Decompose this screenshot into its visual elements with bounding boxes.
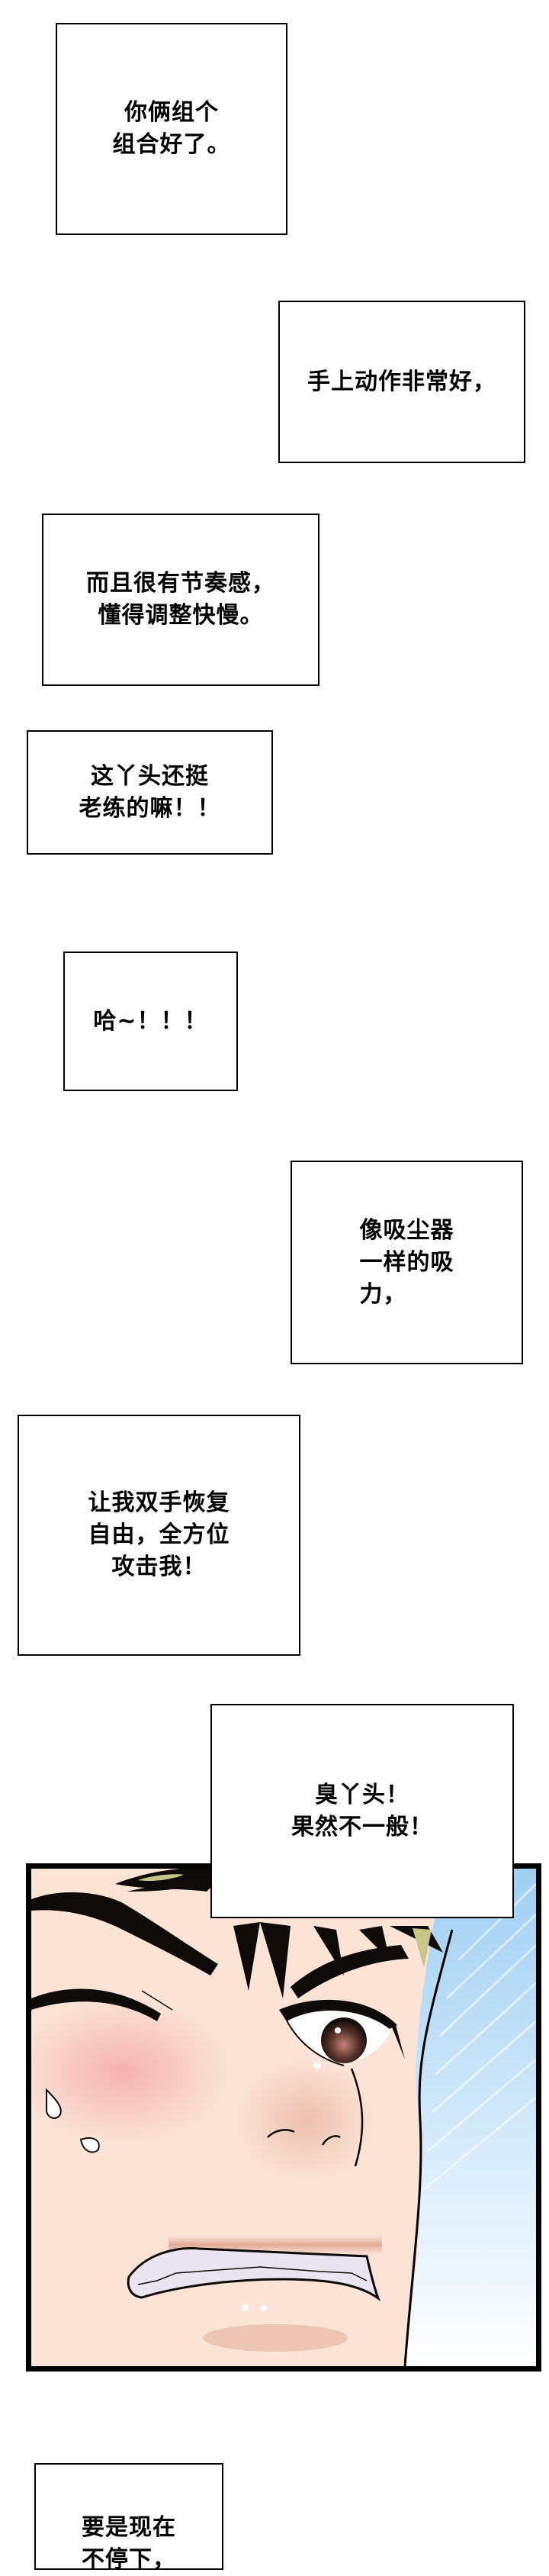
caption-box-3: 而且很有节奏感， 懂得调整快慢。 bbox=[42, 514, 319, 686]
nose-shading bbox=[237, 2059, 374, 2182]
sky-background bbox=[405, 1869, 536, 2366]
face-illustration bbox=[31, 1869, 536, 2366]
caption-box-7: 让我双手恢复 自由，全方位 攻击我！ bbox=[18, 1415, 300, 1656]
caption-box-5: 哈~！！！ bbox=[63, 952, 238, 1091]
left-eyebrow bbox=[31, 1892, 218, 1975]
closed-eye bbox=[31, 1988, 161, 2021]
comic-panel-angry-face bbox=[26, 1863, 541, 2372]
caption-box-8: 臭丫头！ 果然不一般！ bbox=[210, 1704, 514, 1918]
caption-text: 你俩组个 组合好了。 bbox=[112, 99, 231, 158]
caption-text: 让我双手恢复 自由，全方位 攻击我！ bbox=[88, 1489, 230, 1580]
iris bbox=[321, 2017, 367, 2063]
nostril-left bbox=[267, 2129, 295, 2138]
sweat-drop bbox=[46, 2088, 62, 2119]
caption-box-2: 手上动作非常好， bbox=[278, 301, 525, 463]
caption-text: 哈~！！！ bbox=[93, 1007, 208, 1035]
chin-shadow bbox=[203, 2324, 348, 2352]
right-eyebrow bbox=[291, 1945, 409, 1998]
caption-text: 要是现在 不停下， bbox=[82, 2514, 176, 2573]
caption-text: 臭丫头！ 果然不一般！ bbox=[291, 1781, 433, 1840]
caption-box-1: 你俩组个 组合好了。 bbox=[56, 23, 287, 235]
caption-text: 像吸尘器 一样的吸 力， bbox=[359, 1216, 454, 1308]
gritted-teeth bbox=[127, 2247, 381, 2302]
speed-lines bbox=[423, 1882, 536, 2191]
caption-text: 手上动作非常好， bbox=[307, 368, 496, 395]
nose-line bbox=[350, 2068, 364, 2167]
sweat-drop bbox=[79, 2137, 100, 2153]
caption-box-6: 像吸尘器 一样的吸 力， bbox=[291, 1161, 523, 1364]
caption-text: 而且很有节奏感， 懂得调整快慢。 bbox=[86, 570, 275, 629]
face-outline bbox=[403, 1929, 454, 2366]
caption-box-4: 这丫头还挺 老练的嘛！！ bbox=[27, 730, 273, 855]
caption-box-9: 要是现在 不停下， bbox=[34, 2463, 223, 2573]
cheek-blush bbox=[31, 1998, 230, 2143]
nostril-right bbox=[321, 2135, 341, 2146]
caption-text: 这丫头还挺 老练的嘛！！ bbox=[79, 762, 221, 822]
